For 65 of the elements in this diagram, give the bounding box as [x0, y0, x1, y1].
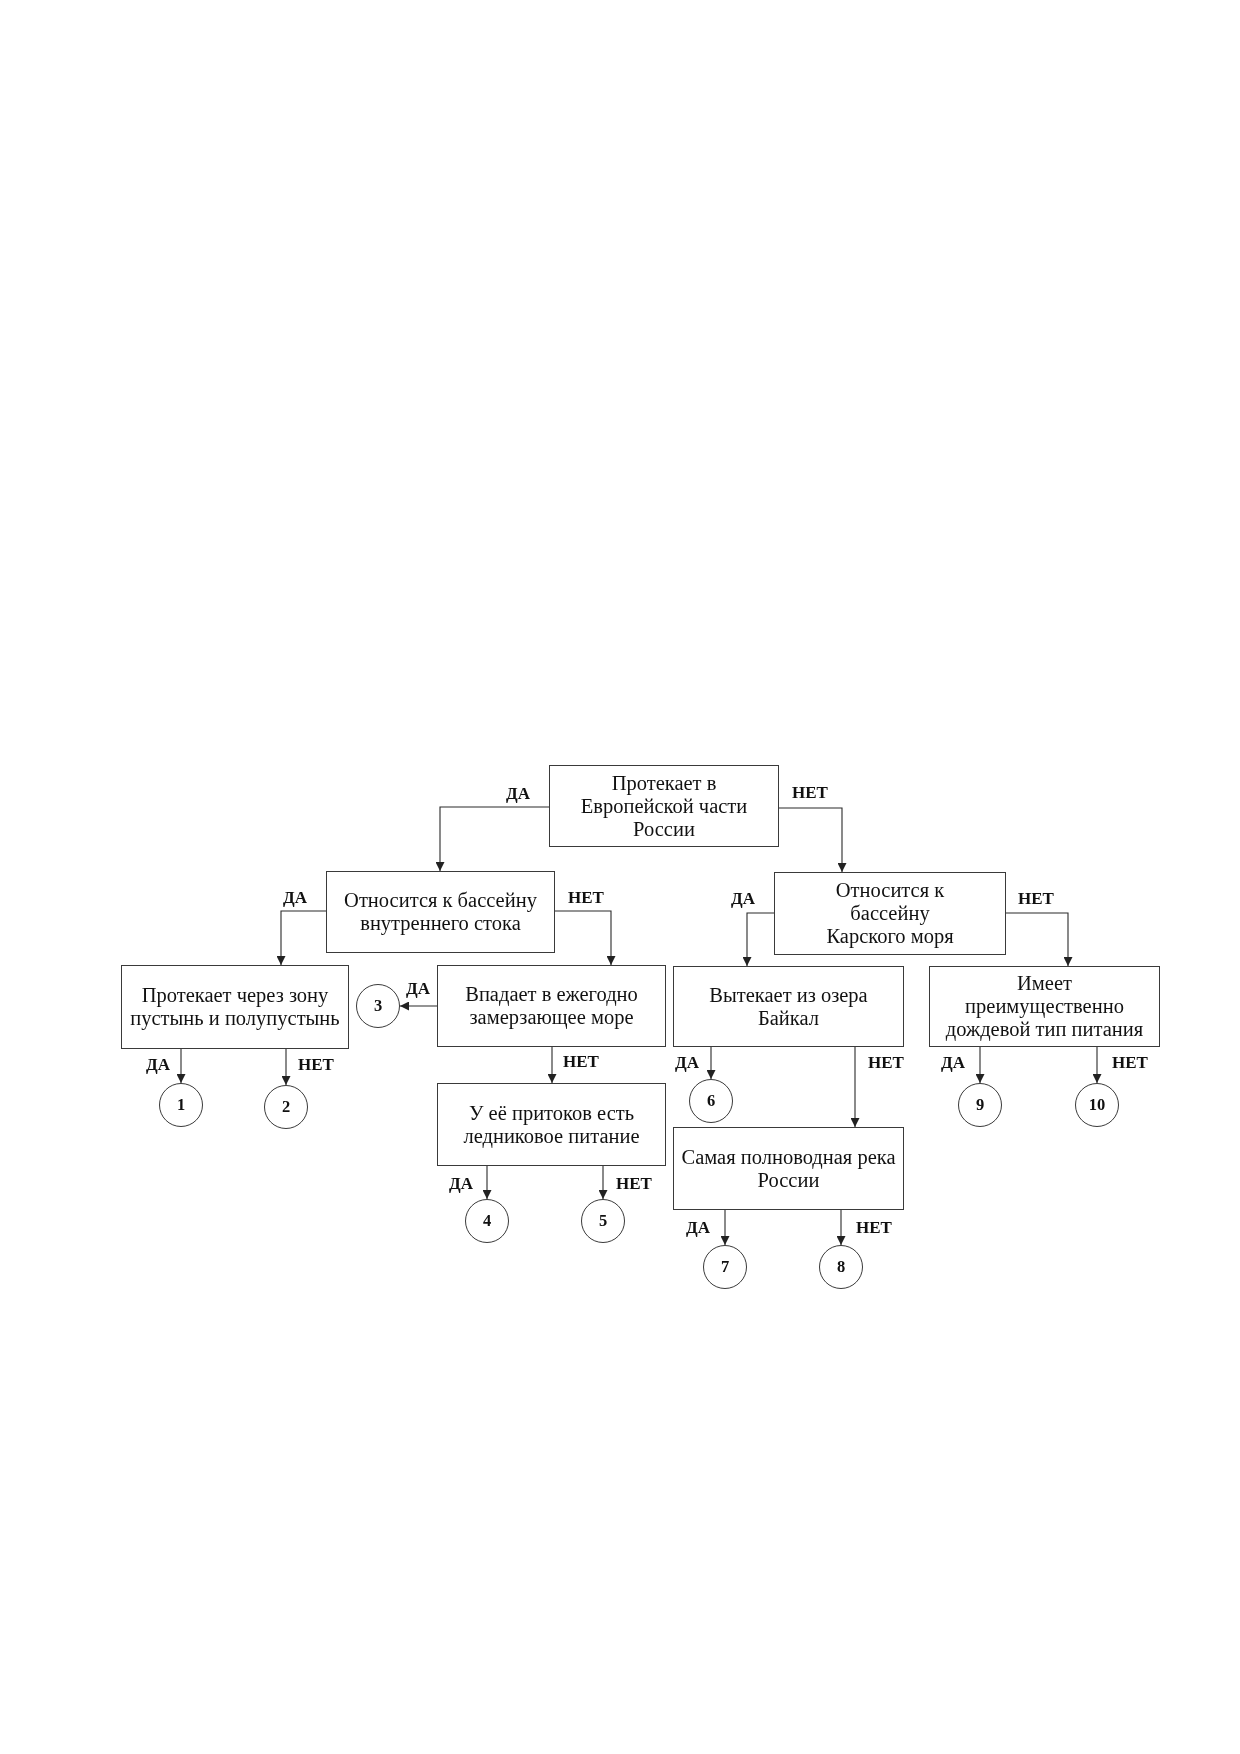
arrow — [742, 912, 775, 967]
outcome-circle — [264, 1085, 308, 1129]
question-box — [326, 871, 555, 953]
outcome-number: 7 — [720, 1258, 730, 1276]
outcome-circle — [819, 1245, 863, 1289]
arrow — [399, 1001, 438, 1011]
arrow — [482, 1165, 492, 1200]
outcome-number: 2 — [281, 1098, 291, 1116]
question-box — [549, 765, 779, 847]
arrow — [176, 1048, 186, 1084]
outcome-number: 6 — [706, 1092, 716, 1110]
outcome-circle — [689, 1079, 733, 1123]
outcome-circle — [159, 1083, 203, 1127]
edge-label: ДА — [674, 1054, 700, 1072]
question-text: Протекает в Европейской части России — [579, 771, 749, 841]
question-text: Вытекает из озера Байкал — [708, 983, 869, 1030]
edge-label: ДА — [685, 1219, 711, 1237]
edge-label: ДА — [940, 1054, 966, 1072]
arrow — [1005, 912, 1073, 967]
edge-label: ДА — [145, 1056, 171, 1074]
arrow — [1092, 1046, 1102, 1084]
question-box — [774, 872, 1006, 955]
outcome-number: 9 — [975, 1096, 985, 1114]
arrow — [706, 1046, 716, 1080]
question-text: Относится к бассейну внутреннего стока — [343, 889, 538, 935]
outcome-number: 1 — [176, 1096, 186, 1114]
arrow — [778, 807, 847, 873]
outcome-circle — [703, 1245, 747, 1289]
arrow — [598, 1165, 608, 1200]
outcome-circle — [581, 1199, 625, 1243]
outcome-circle — [356, 984, 400, 1028]
question-box — [437, 965, 666, 1047]
question-text: Самая полноводная река России — [680, 1145, 897, 1192]
arrow — [276, 910, 327, 966]
question-box — [929, 966, 1160, 1047]
question-box — [673, 966, 904, 1047]
question-text: Относится к бассейну Карского моря — [825, 879, 955, 948]
question-text: Впадает в ежегодно замерзающее море — [464, 983, 639, 1029]
arrow — [850, 1046, 860, 1128]
outcome-circle — [1075, 1083, 1119, 1127]
arrow — [281, 1048, 291, 1086]
edge-label: ДА — [448, 1175, 474, 1193]
question-box — [121, 965, 349, 1049]
outcome-number: 5 — [598, 1212, 608, 1230]
question-text: У её притоков есть ледниковое питание — [462, 1101, 641, 1148]
edge-label: ДА — [405, 980, 431, 998]
question-box — [673, 1127, 904, 1210]
outcome-circle — [465, 1199, 509, 1243]
question-text: Имеет преимущественно дождевой тип питания — [944, 972, 1145, 1041]
outcome-number: 8 — [836, 1258, 846, 1276]
arrow — [435, 806, 550, 872]
edge-label: ДА — [282, 889, 308, 907]
arrow — [720, 1209, 730, 1246]
outcome-number: 3 — [373, 997, 383, 1015]
question-text: Протекает через зону пустынь и полупустынь — [129, 984, 341, 1030]
outcome-circle — [958, 1083, 1002, 1127]
question-box — [437, 1083, 666, 1166]
outcome-number: 4 — [482, 1212, 492, 1230]
edge-label: ДА — [505, 785, 531, 803]
arrow — [547, 1046, 557, 1084]
arrow — [836, 1209, 846, 1246]
outcome-number: 10 — [1088, 1096, 1106, 1114]
arrow — [554, 910, 616, 966]
arrow — [975, 1046, 985, 1084]
edge-label: ДА — [730, 890, 756, 908]
